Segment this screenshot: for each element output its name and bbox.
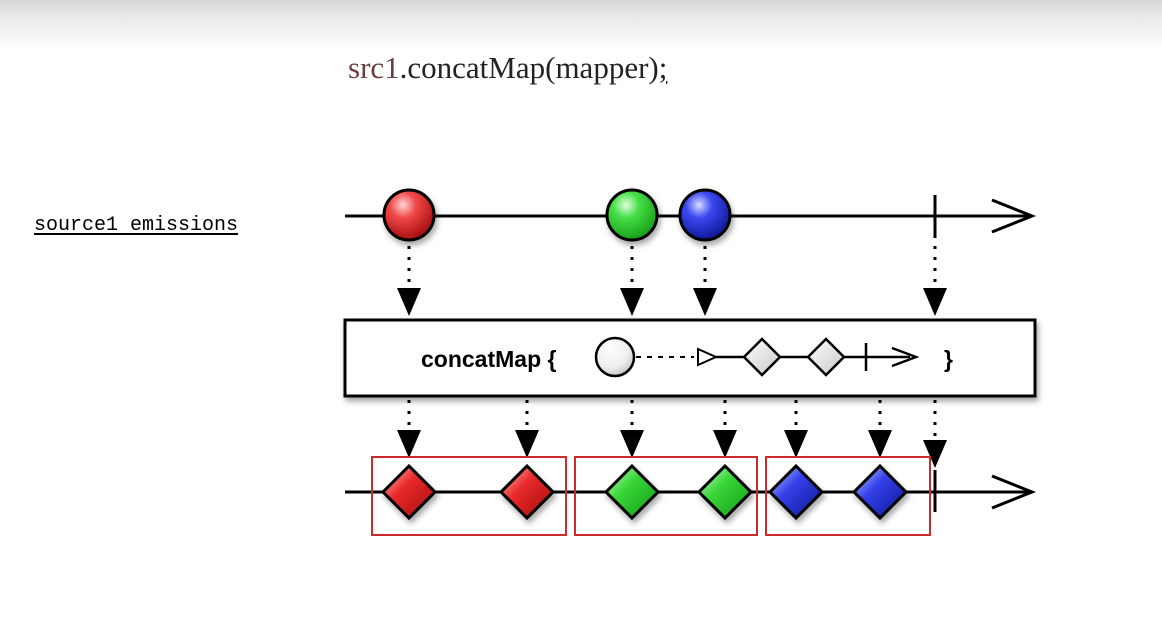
output-diamond-green-1 bbox=[603, 463, 661, 521]
operator-label: concatMap { bbox=[421, 346, 557, 372]
source-marble-blue bbox=[678, 188, 732, 242]
output-timeline-arrowhead bbox=[991, 474, 1037, 510]
input-arrowhead-blue bbox=[693, 288, 717, 316]
group-box-red bbox=[371, 456, 567, 536]
group-box-blue bbox=[765, 456, 931, 536]
top-shade bbox=[0, 0, 1162, 52]
source-marble-red bbox=[382, 188, 436, 242]
output-diamond-red-2 bbox=[498, 463, 556, 521]
operator-output-diamond-1 bbox=[742, 337, 782, 377]
input-arrowheads bbox=[397, 288, 947, 316]
operator-inner-arrowhead bbox=[891, 346, 920, 368]
source-label: source1 emissions bbox=[34, 214, 239, 237]
code-receiver: src1 bbox=[348, 50, 400, 85]
output-arrows bbox=[407, 400, 937, 440]
output-diamond-green-2 bbox=[696, 463, 754, 521]
output-arrowheads bbox=[397, 430, 947, 468]
operator-input-marble bbox=[594, 336, 636, 378]
input-arrows bbox=[407, 246, 937, 290]
input-arrowhead-red bbox=[397, 288, 421, 316]
output-arrowhead-3 bbox=[620, 430, 644, 458]
input-arrowhead-green bbox=[620, 288, 644, 316]
output-diamond-blue-2 bbox=[851, 463, 909, 521]
input-arrowhead-complete bbox=[923, 288, 947, 316]
source-marble-green bbox=[605, 188, 659, 242]
output-diamonds bbox=[380, 463, 909, 521]
output-arrowhead-4 bbox=[713, 430, 737, 458]
operator-closing-brace: } bbox=[944, 346, 953, 372]
output-timeline bbox=[345, 470, 1037, 512]
output-arrowhead-1 bbox=[397, 430, 421, 458]
source-timeline-arrowhead bbox=[991, 198, 1037, 234]
output-diamond-blue-1 bbox=[767, 463, 825, 521]
output-arrowhead-5 bbox=[784, 430, 808, 458]
code-title: src1.concatMap(mapper); bbox=[348, 50, 667, 86]
operator-arrowhead-open bbox=[697, 347, 719, 367]
output-arrowhead-complete bbox=[923, 440, 947, 468]
operator-box: concatMap { } bbox=[343, 318, 1037, 398]
code-terminator: ; bbox=[658, 50, 668, 85]
output-arrowhead-6 bbox=[868, 430, 892, 458]
group-box-green bbox=[574, 456, 758, 536]
output-diamond-red-1 bbox=[380, 463, 438, 521]
source-marbles bbox=[382, 188, 732, 242]
output-arrowhead-2 bbox=[515, 430, 539, 458]
group-boxes bbox=[371, 456, 931, 536]
operator-output-diamond-2 bbox=[806, 337, 846, 377]
code-method: .concatMap(mapper) bbox=[399, 50, 659, 85]
operator-box-frame bbox=[343, 318, 1037, 398]
